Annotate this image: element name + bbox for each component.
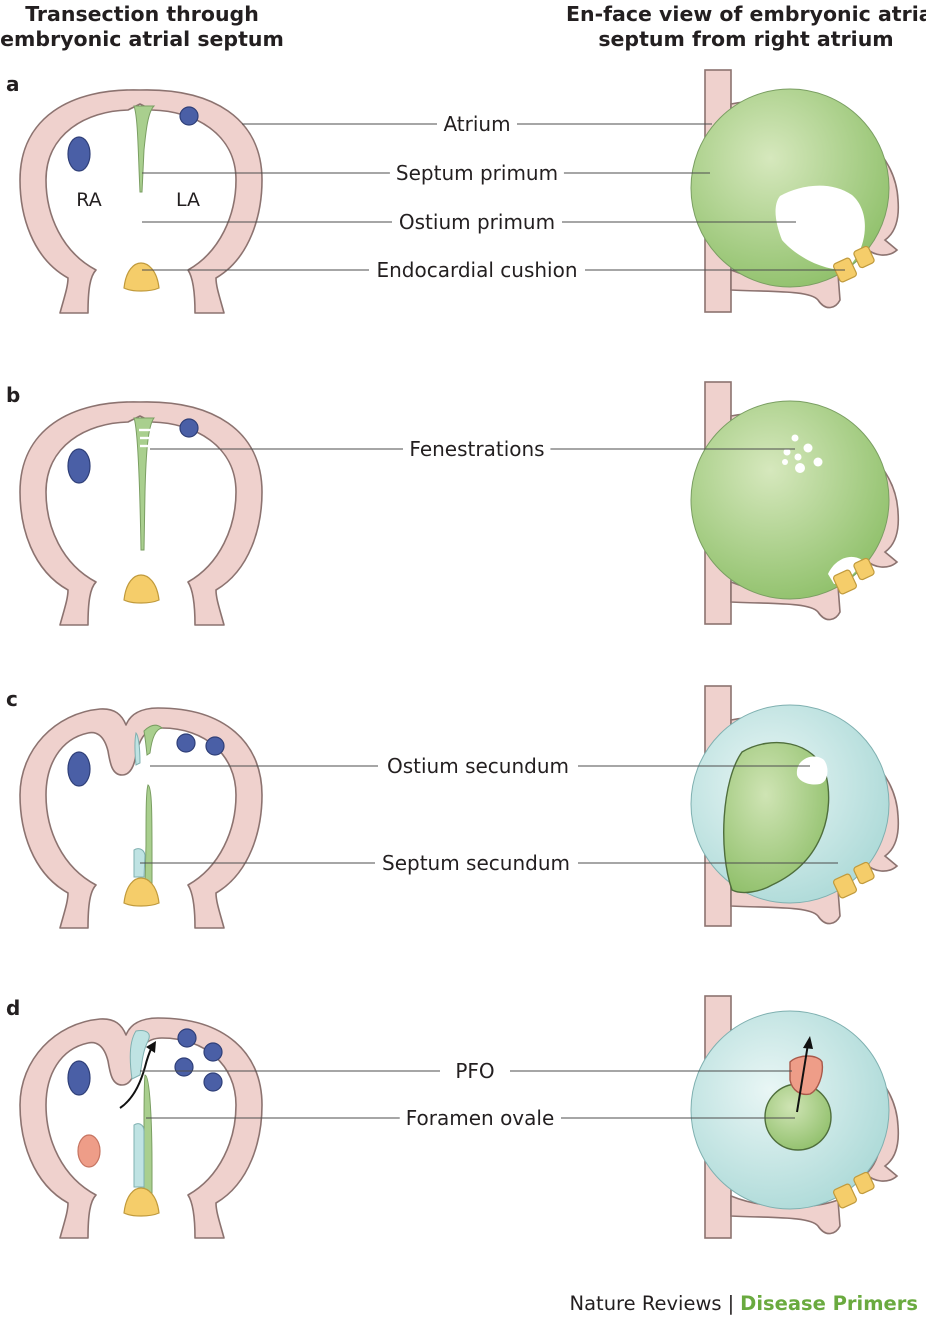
- septum-secundum-c-lower: [133, 848, 146, 878]
- journal-name: Nature Reviews: [569, 1292, 722, 1315]
- label-foramen-ovale: Foramen ovale: [399, 1106, 561, 1130]
- left-header-line-1: Transection through: [25, 2, 259, 26]
- label-septum-secundum: Septum secundum: [376, 851, 576, 875]
- vessel-la-d-2: [203, 1042, 223, 1062]
- panel-b-enface: [690, 381, 900, 625]
- endocardial-cushion-b: [123, 574, 160, 604]
- cushion-enface-c-1: [833, 873, 857, 899]
- panel-b-transection: [19, 401, 263, 626]
- endocardial-cushion-c: [123, 877, 160, 907]
- label-ostium-primum: Ostium primum: [392, 210, 562, 234]
- panel-c-transection: [19, 707, 263, 929]
- panel-d-transection: [19, 1017, 263, 1239]
- ostium-primum-opening: [775, 185, 865, 270]
- panel-letter-b: b: [6, 383, 21, 407]
- cushion-enface-c-2: [853, 861, 875, 885]
- panel-a-transection: [19, 89, 263, 314]
- cushion-enface-d-2: [853, 1171, 875, 1195]
- fenestrations-holes: [782, 434, 823, 473]
- cushion-enface-d-1: [833, 1183, 857, 1209]
- foramen-ovale-enface: [764, 1083, 832, 1151]
- label-endocardial-cushion: Endocardial cushion: [370, 258, 584, 282]
- right-header-line-1: En-face view of embryonic atrial: [566, 2, 926, 26]
- shunt-flow-arrow: [119, 1046, 153, 1109]
- panel-letter-c: c: [6, 687, 18, 711]
- vessel-la-d-1: [177, 1028, 197, 1048]
- vessel-ra-b: [67, 448, 91, 484]
- right-atrium-label: RA: [76, 189, 102, 211]
- pfo-flap: [789, 1055, 824, 1096]
- left-atrium-label: LA: [175, 189, 201, 211]
- septum-secundum-d-upper: [129, 1030, 150, 1080]
- septum-primum-a: [133, 105, 156, 193]
- vessel-la-a: [179, 106, 199, 126]
- credit-separator: |: [727, 1292, 735, 1315]
- septum-secundum-d-lower: [133, 1123, 145, 1188]
- panel-a-enface: [690, 69, 900, 313]
- ostium-secundum-opening: [796, 756, 828, 785]
- series-name: Disease Primers: [740, 1292, 918, 1315]
- cushion-enface-a-2: [853, 245, 875, 269]
- vessel-la-d-4: [203, 1072, 223, 1092]
- label-pfo: PFO: [449, 1059, 501, 1083]
- vessel-ra-d: [67, 1060, 91, 1096]
- label-atrium: Atrium: [437, 112, 517, 136]
- leader-lines: [140, 123, 845, 1119]
- septum-secundum-c-upper: [134, 731, 141, 766]
- endocardial-cushion-d: [123, 1187, 160, 1217]
- vessel-la-b: [179, 418, 199, 438]
- vessel-la-d-3: [174, 1057, 194, 1077]
- endocardial-cushion-a: [123, 262, 160, 292]
- cushion-enface-b-1: [833, 569, 857, 595]
- panel-letter-a: a: [6, 72, 20, 96]
- label-ostium-secundum: Ostium secundum: [380, 754, 576, 778]
- septum-primum-d: [143, 1074, 153, 1194]
- panel-c-enface: [690, 685, 900, 927]
- pfo-arrow-shaft: [796, 1043, 809, 1113]
- right-header-line-2: septum from right atrium: [598, 27, 894, 51]
- vessel-ra-a: [67, 136, 91, 172]
- label-septum-primum: Septum primum: [389, 161, 565, 185]
- right-column-header: En-face view of embryonic atrial septum …: [566, 2, 926, 52]
- panel-letter-d: d: [6, 996, 21, 1020]
- vessel-ra-c: [67, 751, 91, 787]
- pfo-arrow-head: [803, 1036, 813, 1049]
- left-column-header: Transection through embryonic atrial sep…: [0, 2, 284, 52]
- journal-credit: Nature Reviews|Disease Primers: [570, 1292, 918, 1315]
- left-header-line-2: embryonic atrial septum: [0, 27, 284, 51]
- septum-primum-enface-b: [690, 400, 890, 600]
- vessel-ra-d-extra: [77, 1134, 101, 1168]
- label-fenestrations: Fenestrations: [403, 437, 551, 461]
- septum-primum-c-lower: [144, 784, 153, 884]
- cushion-enface-b-2: [853, 557, 875, 581]
- panel-d-enface: [690, 995, 900, 1239]
- vessel-la-c-1: [176, 733, 196, 753]
- vessel-la-c-2: [205, 736, 225, 756]
- septum-primum-c-upper: [143, 724, 164, 756]
